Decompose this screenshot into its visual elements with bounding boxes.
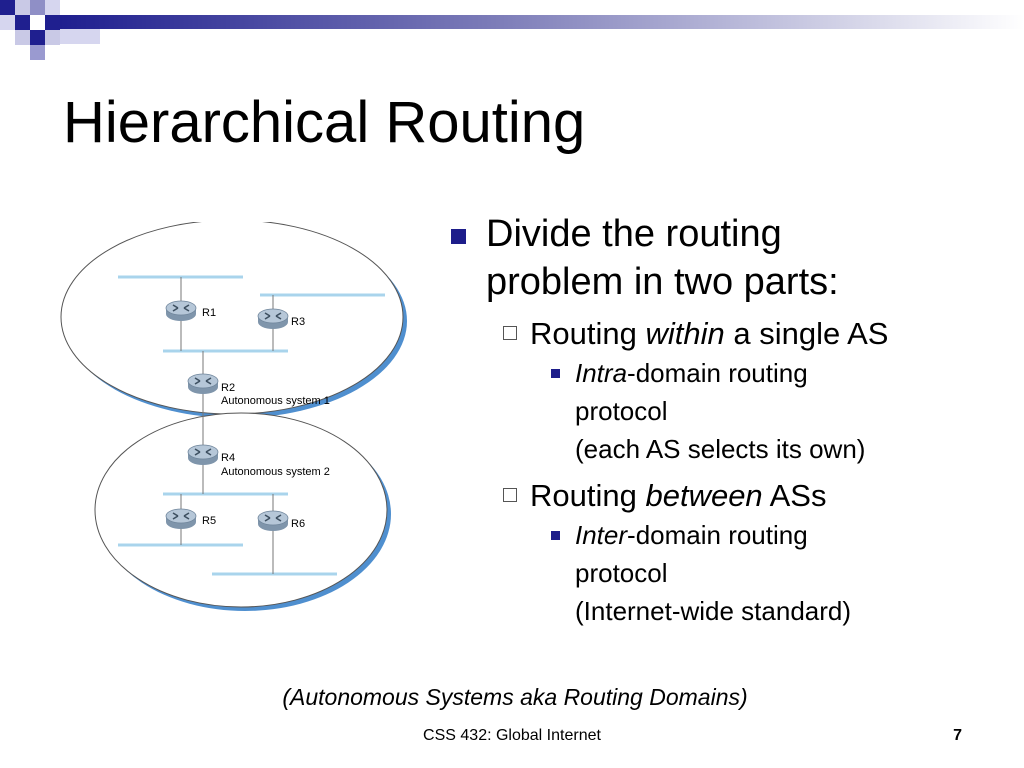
slide-title: Hierarchical Routing (63, 90, 586, 155)
small-square-bullet-icon (551, 369, 560, 378)
bullet-main: Divide the routing problem in two parts: (448, 210, 1008, 306)
bullet-intra-line3: (each AS selects its own) (575, 434, 866, 464)
bullet-inter-em: Inter (575, 520, 628, 550)
as2-label: Autonomous system 2 (221, 466, 330, 478)
router-r4-icon (187, 444, 219, 466)
bullet-within-pre: Routing (530, 316, 646, 351)
header-decoration (0, 0, 1024, 60)
bullet-main-line1: Divide the routing (486, 213, 782, 255)
bullet-list: Divide the routing problem in two parts:… (448, 210, 1008, 630)
bullet-between-em: between (645, 478, 763, 513)
page-number: 7 (953, 727, 962, 744)
router-r1-label: R1 (202, 307, 216, 319)
bullet-between-pre: Routing (530, 478, 646, 513)
router-r3-icon (257, 308, 289, 330)
square-bullet-icon (451, 229, 466, 244)
bullet-intra-rest: -domain routing (627, 358, 808, 388)
bullet-within-post: a single AS (724, 316, 889, 351)
bullet-within: Routing within a single AS (448, 315, 1008, 352)
as1-label: Autonomous system 1 (221, 395, 330, 407)
footnote: (Autonomous Systems aka Routing Domains) (282, 684, 748, 710)
router-r6-label: R6 (291, 518, 305, 530)
router-r4-label: R4 (221, 452, 235, 464)
as2-boundary (94, 412, 388, 608)
bullet-inter-line3: (Internet-wide standard) (575, 596, 852, 626)
bullet-intra-em: Intra (575, 358, 628, 388)
router-r1-icon (165, 300, 197, 322)
small-square-bullet-icon (551, 531, 560, 540)
footer-course: CSS 432: Global Internet (423, 727, 601, 744)
bullet-inter-line2: protocol (575, 558, 668, 588)
router-r5-label: R5 (202, 515, 216, 527)
bullet-within-em: within (645, 316, 725, 351)
router-r6-icon (257, 510, 289, 532)
router-r2-icon (187, 373, 219, 395)
bullet-inter-rest: -domain routing (627, 520, 808, 550)
bullet-between-post: ASs (762, 478, 827, 513)
router-r3-label: R3 (291, 316, 305, 328)
bullet-main-line2: problem in two parts: (486, 261, 839, 303)
bullet-intra-line2: protocol (575, 396, 668, 426)
hollow-square-bullet-icon (503, 326, 517, 340)
as-network-diagram: R1 R3 R2 Autonomous system 1 R4 Autonomo… (60, 222, 407, 611)
bullet-between: Routing between ASs (448, 477, 1008, 514)
bullet-inter: Inter-domain routing protocol (Internet-… (448, 516, 1008, 630)
hollow-square-bullet-icon (503, 488, 517, 502)
bullet-intra: Intra-domain routing protocol (each AS s… (448, 354, 1008, 468)
router-r5-icon (165, 508, 197, 530)
router-r2-label: R2 (221, 382, 235, 394)
